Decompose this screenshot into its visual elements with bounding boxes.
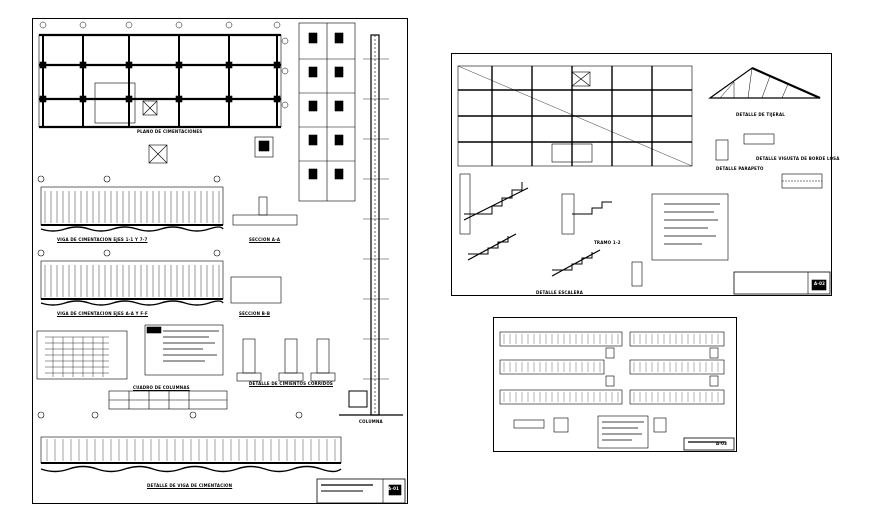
title-block-2 <box>733 271 831 295</box>
beam-detail-b <box>629 331 725 347</box>
foundation-plan-outline <box>38 34 282 128</box>
beam-elevation-2 <box>40 260 224 300</box>
label-column-table: CUADRO DE COLUMNAS <box>133 385 190 390</box>
beam-detail-d <box>629 359 725 375</box>
label-column: COLUMNA <box>359 419 383 424</box>
sheet-2-drawing <box>457 65 831 295</box>
notes-block <box>144 324 224 376</box>
title-block-3 <box>683 437 735 451</box>
sheet-3-drawing <box>499 331 735 451</box>
notes-block-2 <box>651 193 729 261</box>
label-stair: DETALLE ESCALERA <box>536 290 584 295</box>
block-wall-detail <box>36 330 128 380</box>
drawing-sheet-3: A-03 <box>493 317 737 452</box>
sheet-number-1: A-01 <box>388 486 400 491</box>
label-beam-2: VIGA DE CIMENTACION EJES A-A Y F-F <box>57 311 148 316</box>
label-section-b: SECCION B-B <box>239 311 271 316</box>
label-joist: DETALLE VIGUETA DE BORDE LOSA <box>756 156 840 161</box>
label-tramo: TRAMO 1-2 <box>594 240 621 245</box>
beam-elevation-1 <box>40 186 224 226</box>
label-truss: DETALLE DE TIJERAL <box>736 112 785 117</box>
drawing-sheet-2: DETALLE DE TIJERAL DETALLE PARAPETO DETA… <box>451 53 839 296</box>
beam-detail-a <box>499 331 623 347</box>
sheet-number-3: A-03 <box>716 441 728 446</box>
truss-detail <box>708 67 821 99</box>
notes-block-3 <box>597 415 649 449</box>
label-beam-1: VIGA DE CIMENTACION EJES 1-1 Y 7-7 <box>57 237 148 242</box>
drawing-sheet-1: PLANO DE CIMENTACIONES VIGA DE CIMENTACI… <box>32 18 408 504</box>
label-section-a: SECCION A-A <box>249 237 281 242</box>
title-block-1 <box>316 478 406 504</box>
sheet-number-2: A-02 <box>814 281 826 286</box>
label-continuous-footing: DETALLE DE CIMIENTOS CORRIDOS <box>249 381 333 386</box>
beam-detail-e <box>499 389 623 405</box>
label-parapet: DETALLE PARAPETO <box>716 166 764 171</box>
beam-detail-c <box>499 359 605 375</box>
beam-detail-f <box>629 389 725 405</box>
sheet-1-drawing <box>36 21 406 504</box>
label-foundation-plan: PLANO DE CIMENTACIONES <box>137 129 203 134</box>
label-beam-detail: DETALLE DE VIGA DE CIMENTACION <box>147 483 233 488</box>
